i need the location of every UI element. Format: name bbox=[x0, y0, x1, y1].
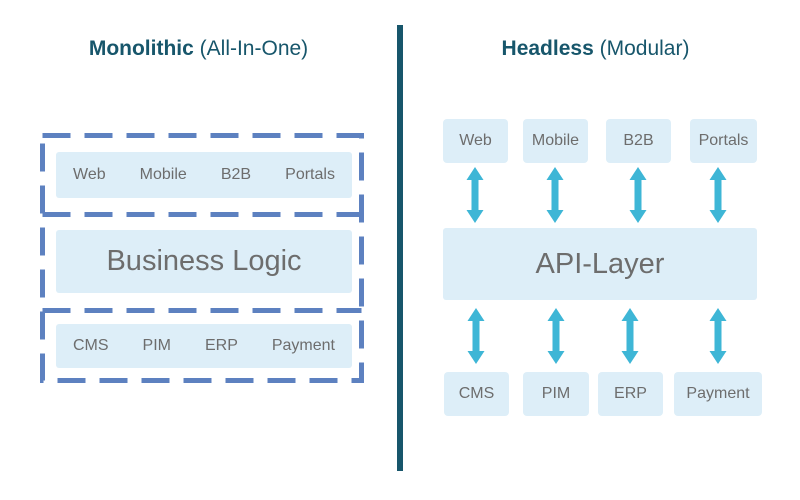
monolithic-title-sub: (All-In-One) bbox=[193, 37, 309, 60]
bidirectional-arrow-icon bbox=[621, 308, 639, 364]
monolithic-title: Monolithic (All-In-One) bbox=[0, 36, 397, 61]
headless-title-sub: (Modular) bbox=[593, 37, 690, 60]
monolithic-frontends-row: Web Mobile B2B Portals bbox=[56, 152, 352, 198]
monolithic-backend-payment: Payment bbox=[271, 337, 335, 354]
headless-backend-pim-box: PIM bbox=[523, 372, 589, 416]
bidirectional-arrow-icon bbox=[467, 308, 485, 364]
headless-frontend-portals-label: Portals bbox=[698, 132, 749, 149]
monolithic-backend-erp: ERP bbox=[204, 337, 238, 354]
bidirectional-arrow-icon bbox=[709, 308, 727, 364]
monolithic-frontend-portals: Portals bbox=[285, 166, 335, 183]
monolithic-dashed-frame bbox=[40, 133, 364, 383]
bidirectional-arrow-icon bbox=[629, 167, 647, 223]
bidirectional-arrow-icon bbox=[546, 167, 564, 223]
headless-frontend-b2b-box: B2B bbox=[606, 119, 671, 163]
monolithic-backend-cms: CMS bbox=[72, 337, 109, 354]
headless-frontend-mobile-box: Mobile bbox=[523, 119, 588, 163]
bidirectional-arrow-icon bbox=[709, 167, 727, 223]
api-layer-label: API-Layer bbox=[535, 247, 665, 280]
api-layer-box: API-Layer bbox=[443, 228, 757, 300]
headless-title: Headless (Modular) bbox=[403, 36, 788, 61]
headless-backend-erp-box: ERP bbox=[598, 372, 663, 416]
bidirectional-arrow-icon bbox=[466, 167, 484, 223]
headless-title-main: Headless bbox=[501, 37, 594, 60]
headless-frontend-b2b-label: B2B bbox=[623, 132, 654, 149]
headless-backend-erp-label: ERP bbox=[614, 385, 647, 402]
headless-backend-cms-box: CMS bbox=[444, 372, 509, 416]
monolithic-frontend-mobile: Mobile bbox=[139, 166, 187, 183]
center-divider-line bbox=[397, 25, 403, 471]
headless-frontend-web-label: Web bbox=[459, 132, 492, 149]
headless-backend-cms-label: CMS bbox=[458, 385, 495, 402]
monolithic-backends-row: CMS PIM ERP Payment bbox=[56, 324, 352, 368]
monolithic-frontend-web: Web bbox=[73, 166, 106, 183]
monolithic-frontend-b2b: B2B bbox=[220, 166, 252, 183]
bidirectional-arrow-icon bbox=[547, 308, 565, 364]
business-logic-label: Business Logic bbox=[106, 245, 302, 277]
headless-backend-pim-label: PIM bbox=[541, 385, 571, 402]
monolithic-backend-pim: PIM bbox=[142, 337, 171, 354]
headless-frontend-portals-box: Portals bbox=[690, 119, 757, 163]
monolithic-title-main: Monolithic bbox=[88, 37, 194, 60]
headless-frontend-mobile-label: Mobile bbox=[531, 132, 580, 149]
headless-frontend-web-box: Web bbox=[443, 119, 508, 163]
monolithic-business-logic-box: Business Logic bbox=[56, 230, 352, 293]
headless-backend-payment-label: Payment bbox=[686, 385, 750, 402]
headless-backend-payment-box: Payment bbox=[674, 372, 762, 416]
